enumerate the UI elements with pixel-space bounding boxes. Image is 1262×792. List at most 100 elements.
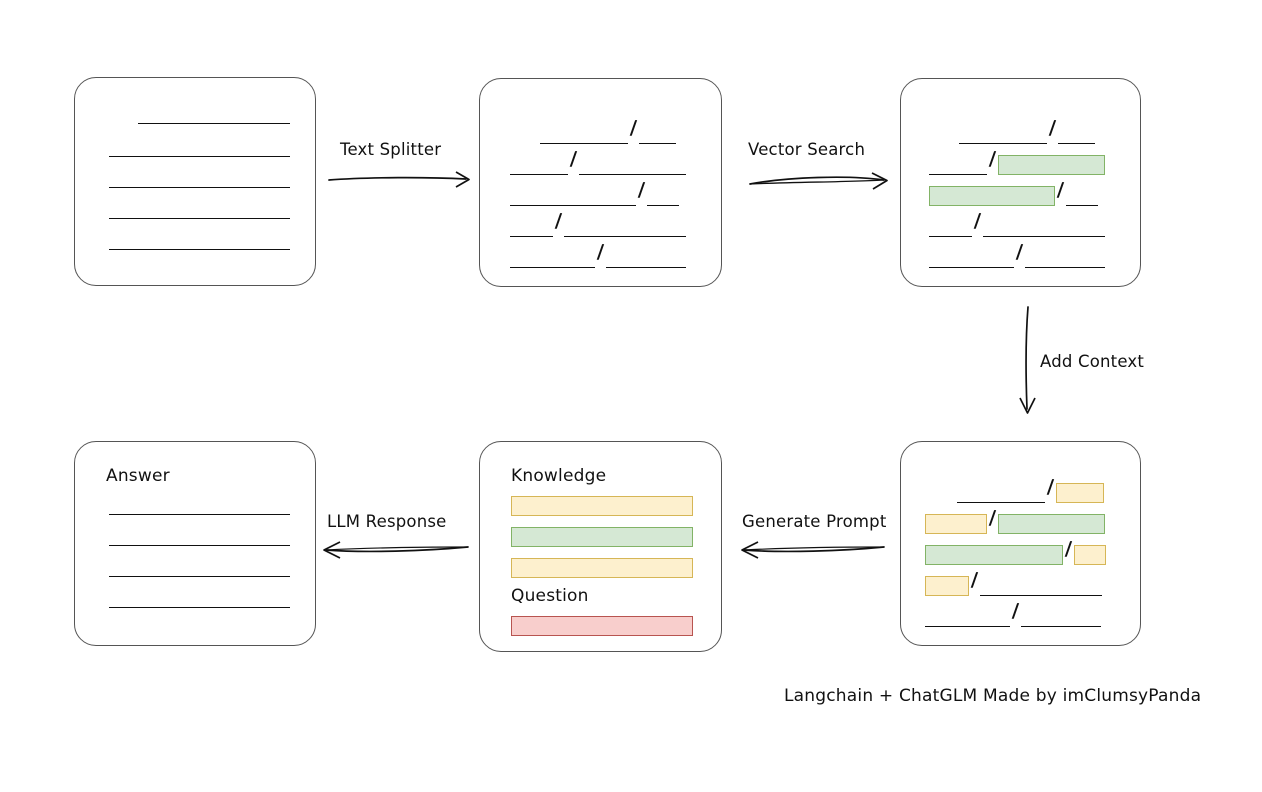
text-segment: [925, 616, 1010, 627]
diagram-caption: Langchain + ChatGLM Made by imClumsyPand…: [784, 686, 1202, 706]
slash-separator: /: [1056, 179, 1065, 201]
edge-llm-response: LLM Response: [320, 512, 470, 564]
text-segment: [510, 195, 636, 206]
text-segment: [929, 164, 987, 175]
text-segment: [957, 492, 1045, 503]
split-row: /: [510, 206, 693, 237]
knowledge-bar-green: [511, 527, 693, 547]
split-document-card[interactable]: / / / / /: [479, 78, 722, 287]
text-segment: [959, 133, 1047, 144]
answer-label: Answer: [106, 466, 170, 486]
text-segment: [929, 226, 972, 237]
arrow-down-icon: [1019, 306, 1036, 414]
highlight-segment-green: [997, 514, 1105, 534]
answer-line: [109, 514, 290, 515]
text-segment: [1020, 616, 1101, 627]
text-segment: [979, 585, 1102, 596]
retrieved-row: /: [929, 144, 1112, 175]
highlight-segment-green: [929, 186, 1055, 206]
split-row: /: [510, 113, 693, 144]
highlight-segment-yellow: [1073, 545, 1106, 565]
context-row: /: [925, 565, 1115, 596]
highlight-segment-yellow: [925, 576, 969, 596]
context-row: /: [925, 534, 1115, 565]
arrow-left-icon: [323, 541, 469, 559]
edge-vector-search: Vector Search: [748, 140, 894, 192]
slash-separator: /: [1046, 476, 1055, 498]
edge-add-context-label: Add Context: [1040, 352, 1145, 371]
text-segment: [578, 164, 686, 175]
context-row: /: [925, 596, 1115, 627]
document-line: [109, 249, 290, 250]
text-segment: [982, 226, 1105, 237]
context-document-card[interactable]: / / / / /: [900, 441, 1141, 646]
answer-card[interactable]: Answer: [74, 441, 316, 646]
slash-separator: /: [629, 117, 638, 139]
highlight-segment-green: [925, 545, 1063, 565]
answer-line: [109, 607, 290, 608]
retrieved-document-card[interactable]: / / / / /: [900, 78, 1141, 287]
slash-separator: /: [569, 148, 578, 170]
slash-separator: /: [988, 507, 997, 529]
slash-separator: /: [1015, 241, 1024, 263]
split-row: /: [510, 144, 693, 175]
highlight-segment-green: [997, 155, 1105, 175]
edge-add-context: Add Context: [1000, 305, 1170, 420]
context-row: /: [925, 503, 1115, 534]
arrow-left-icon: [741, 541, 885, 559]
slash-separator: /: [1048, 117, 1057, 139]
text-segment: [646, 195, 679, 206]
question-label: Question: [511, 586, 589, 606]
text-segment: [929, 257, 1014, 268]
context-row: /: [925, 472, 1115, 503]
edge-text-splitter-label: Text Splitter: [340, 140, 442, 159]
edge-text-splitter: Text Splitter: [328, 140, 478, 192]
edge-generate-prompt-label: Generate Prompt: [742, 512, 887, 531]
text-segment: [1024, 257, 1105, 268]
retrieved-row: /: [929, 237, 1112, 268]
text-segment: [540, 133, 628, 144]
slash-separator: /: [554, 210, 563, 232]
answer-line: [109, 545, 290, 546]
context-document-rows: / / / / /: [925, 472, 1115, 627]
knowledge-label: Knowledge: [511, 466, 607, 486]
edge-vector-search-label: Vector Search: [748, 140, 866, 159]
text-segment: [638, 133, 676, 144]
edge-generate-prompt: Generate Prompt: [738, 512, 888, 564]
slash-separator: /: [596, 241, 605, 263]
retrieved-document-rows: / / / / /: [929, 113, 1112, 268]
answer-line: [109, 576, 290, 577]
retrieved-row: /: [929, 113, 1112, 144]
slash-separator: /: [973, 210, 982, 232]
highlight-segment-yellow: [925, 514, 987, 534]
arrow-right-icon: [328, 171, 470, 188]
split-row: /: [510, 175, 693, 206]
question-bar-red: [511, 616, 693, 636]
retrieved-row: /: [929, 206, 1112, 237]
text-segment: [510, 226, 553, 237]
slash-separator: /: [1011, 600, 1020, 622]
document-line: [138, 123, 290, 124]
slash-separator: /: [637, 179, 646, 201]
prompt-card[interactable]: Knowledge Question: [479, 441, 722, 652]
text-segment: [563, 226, 686, 237]
knowledge-bar-yellow: [511, 496, 693, 516]
document-line: [109, 187, 290, 188]
highlight-segment-yellow: [1055, 483, 1104, 503]
document-line: [109, 156, 290, 157]
document-line: [109, 218, 290, 219]
slash-separator: /: [1064, 538, 1073, 560]
edge-llm-response-label: LLM Response: [327, 512, 447, 531]
text-segment: [605, 257, 686, 268]
slash-separator: /: [988, 148, 997, 170]
split-document-rows: / / / / /: [510, 113, 693, 268]
split-row: /: [510, 237, 693, 268]
text-segment: [510, 257, 595, 268]
text-segment: [510, 164, 568, 175]
text-segment: [1065, 195, 1098, 206]
text-segment: [1057, 133, 1095, 144]
retrieved-row: /: [929, 175, 1112, 206]
knowledge-bar-yellow: [511, 558, 693, 578]
arrow-right-icon: [749, 172, 888, 190]
source-document-card[interactable]: [74, 77, 316, 286]
